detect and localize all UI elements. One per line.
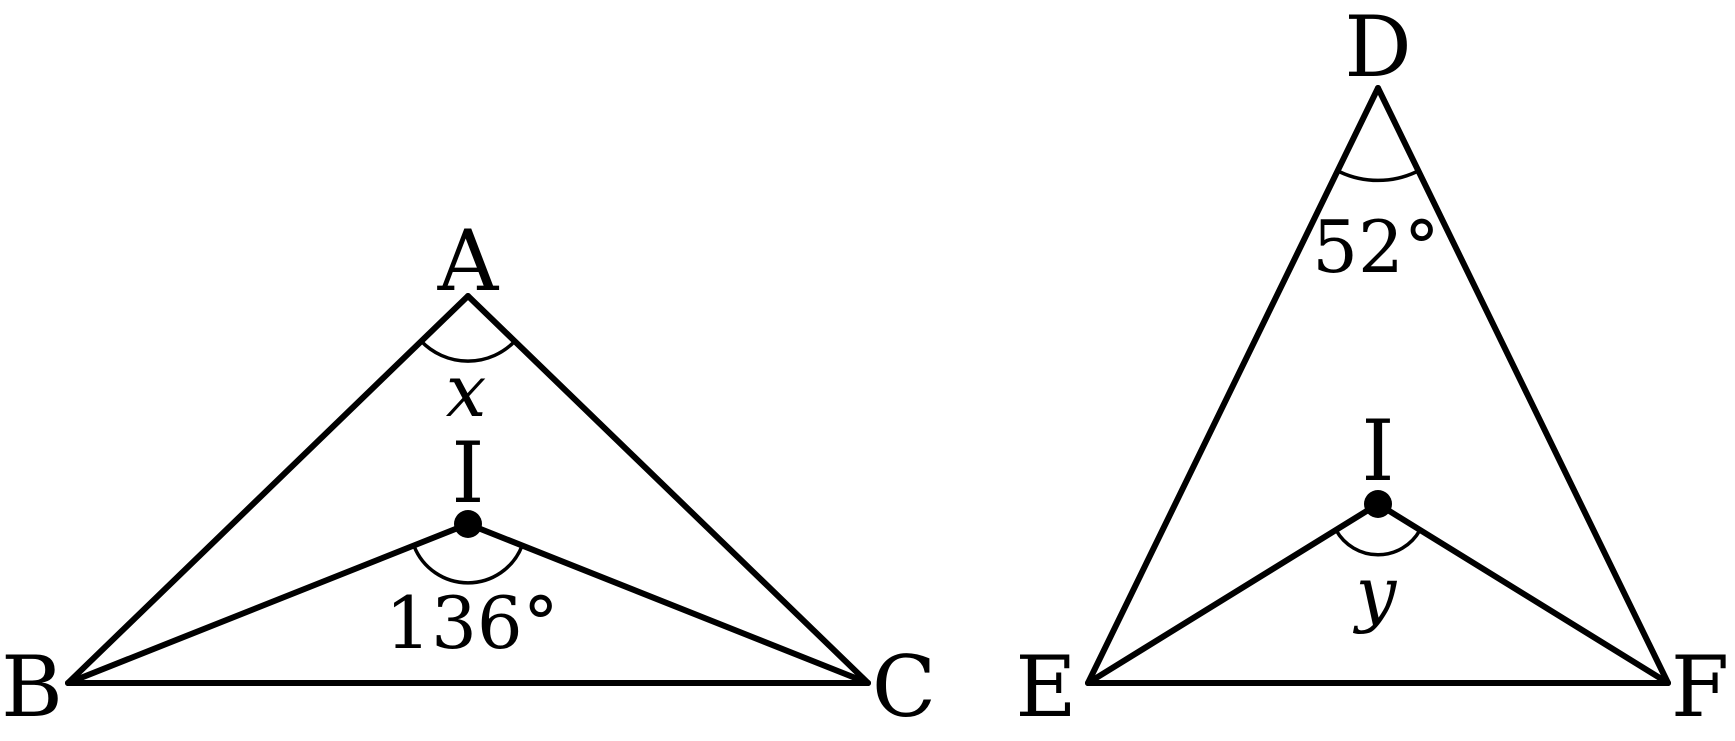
right-figure: D E F I 52° y [1015, 0, 1729, 736]
vertex-label-D: D [1344, 0, 1411, 96]
side-DE [1085, 85, 1381, 686]
angle-label-52: 52° [1312, 205, 1440, 289]
incenter-label-right: I [1361, 402, 1394, 500]
angle-arc-A [419, 339, 517, 363]
segment-CI [465, 521, 871, 686]
angle-label-y: y [1353, 551, 1398, 635]
side-AB [65, 293, 471, 686]
vertex-label-A: A [437, 212, 500, 310]
vertex-label-F: F [1671, 638, 1729, 736]
incenter-label-left: I [451, 424, 484, 522]
incenter-point-left [454, 510, 482, 538]
angle-label-136: 136° [385, 581, 558, 665]
angle-arc-I-right [1334, 529, 1422, 557]
left-figure: A B C I x 136° [1, 212, 936, 736]
incenter-point-right [1364, 490, 1392, 518]
side-AC [465, 293, 871, 686]
side-DF [1375, 85, 1671, 686]
angle-label-x: x [446, 349, 487, 433]
vertex-label-C: C [872, 638, 936, 736]
vertex-label-E: E [1015, 638, 1076, 736]
segment-BI [65, 521, 471, 686]
vertex-label-B: B [1, 638, 63, 736]
angle-arc-D [1339, 170, 1417, 183]
angle-arc-I-left [412, 545, 524, 585]
segment-EI [1085, 501, 1381, 686]
segment-FI [1375, 501, 1671, 686]
